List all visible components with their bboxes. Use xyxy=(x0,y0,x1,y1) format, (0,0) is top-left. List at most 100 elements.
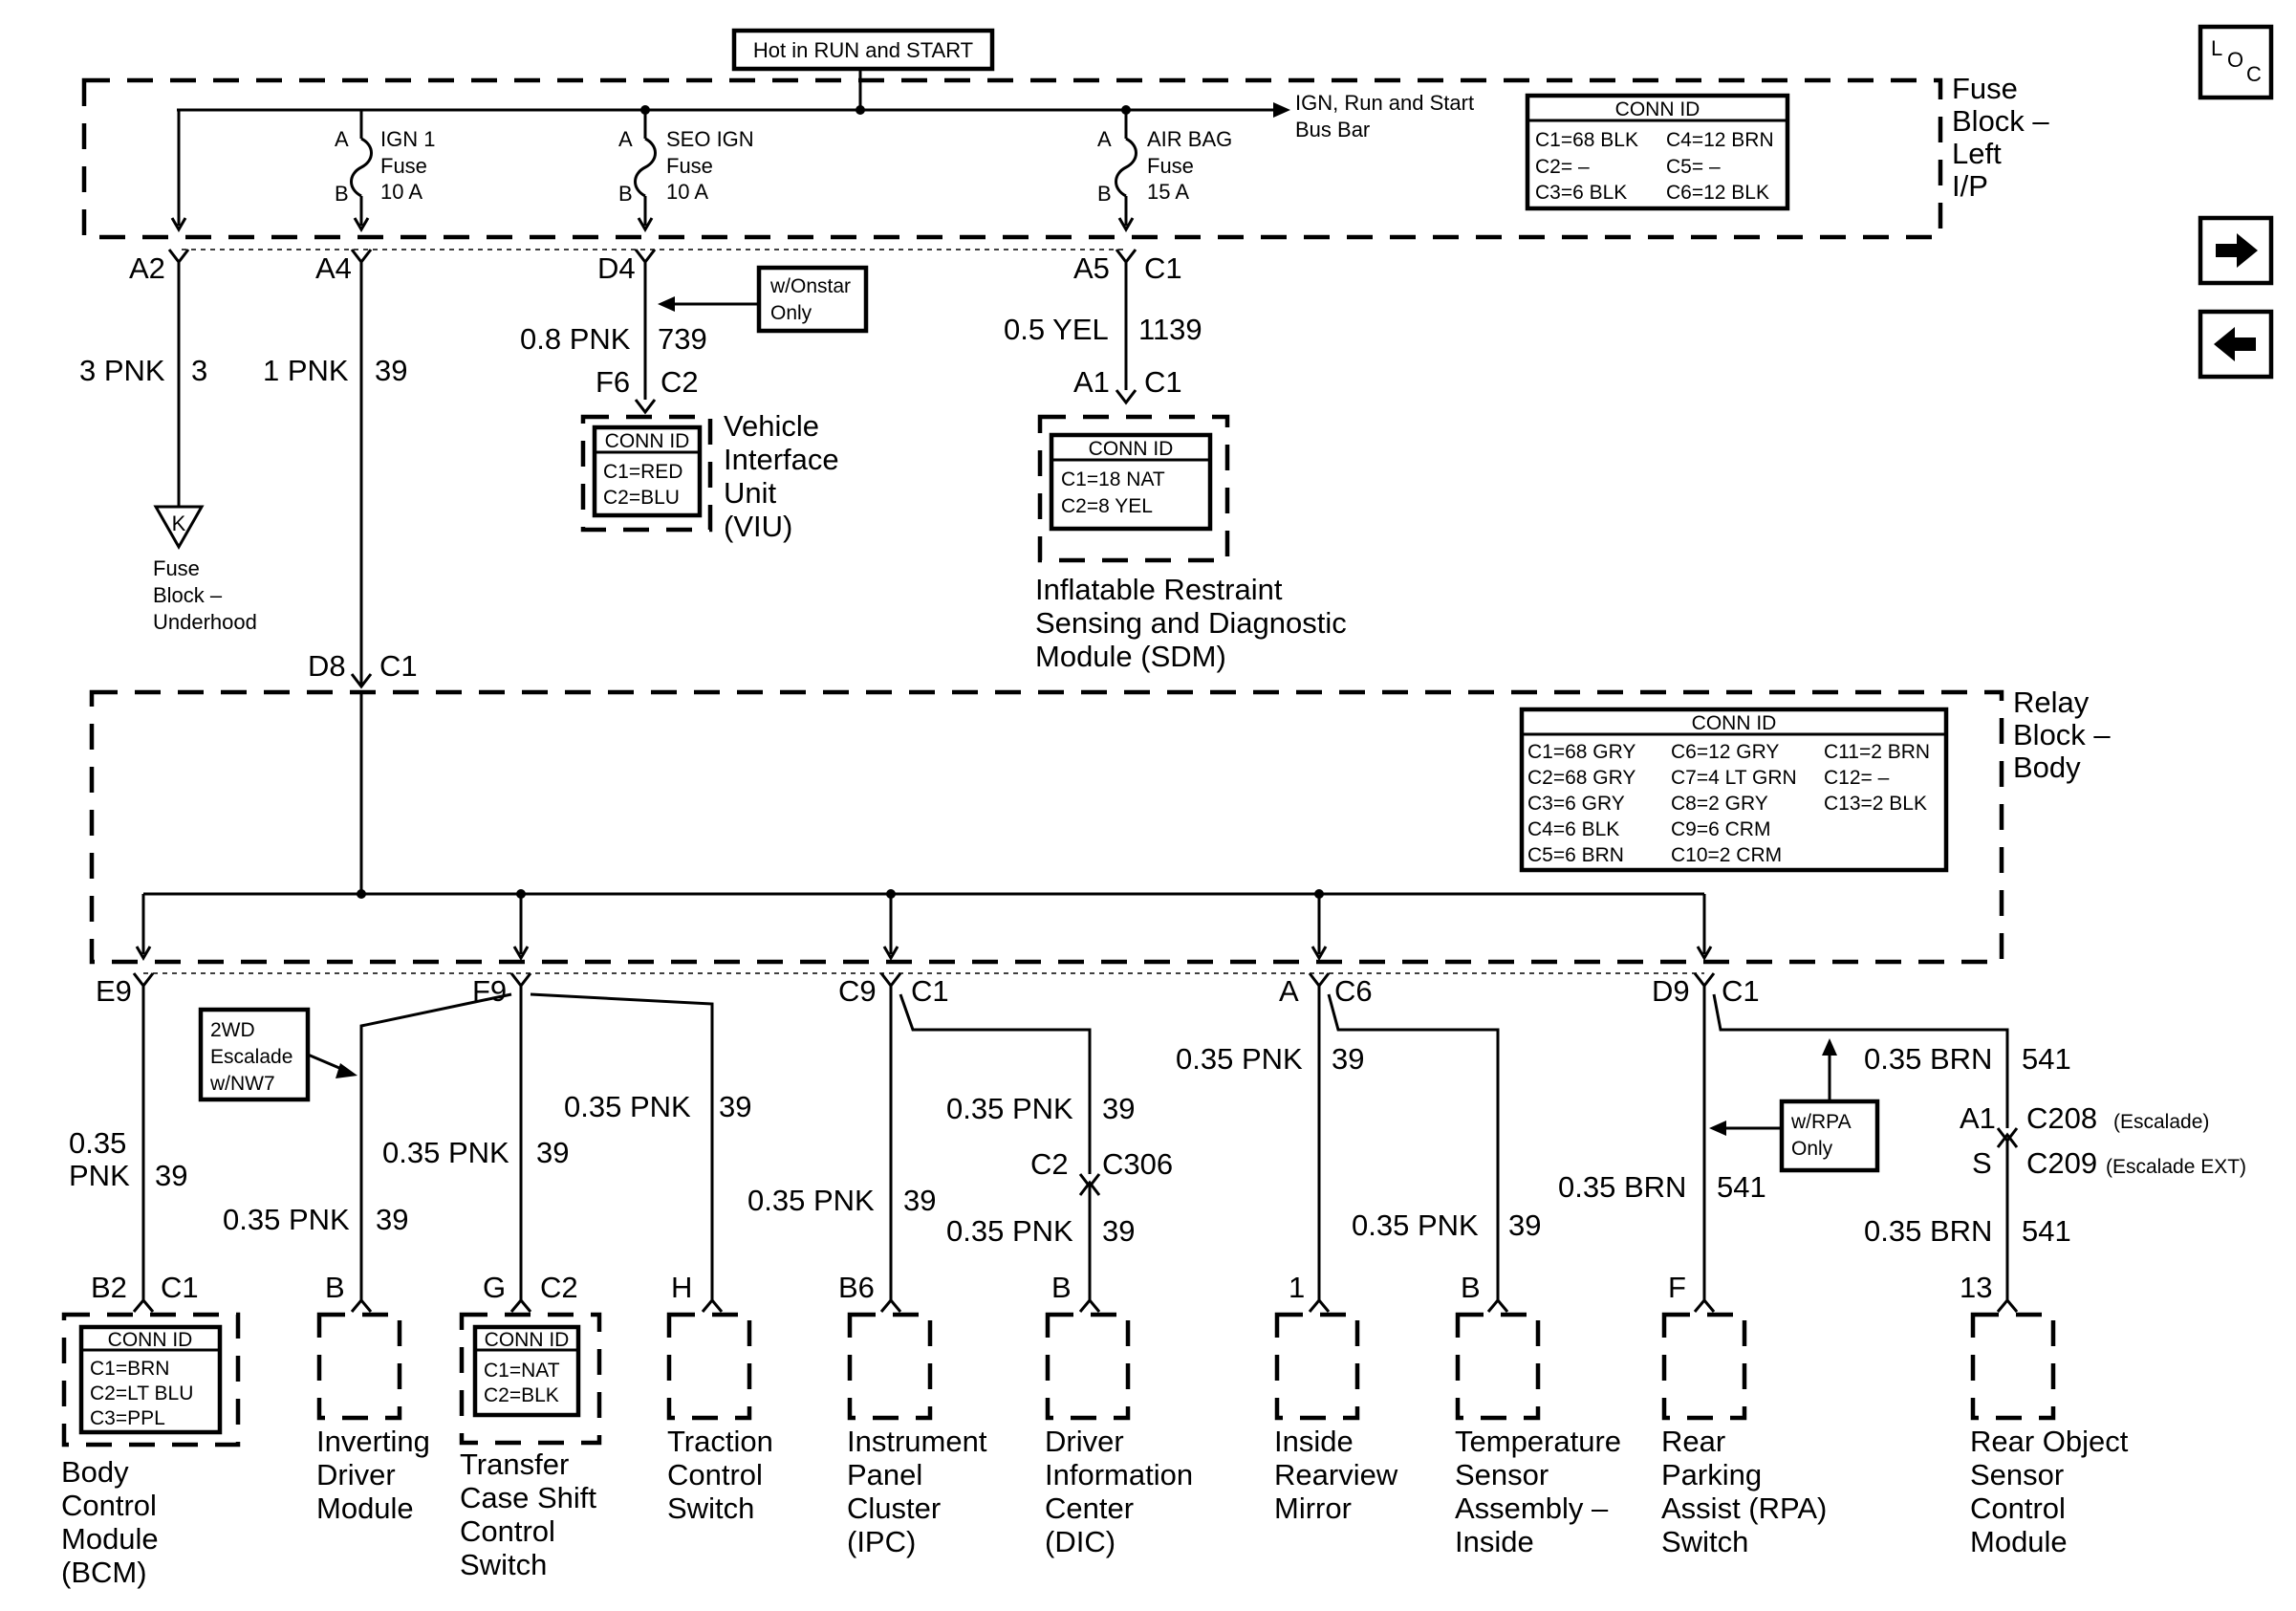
svg-text:(IPC): (IPC) xyxy=(847,1525,916,1558)
svg-text:Fuse: Fuse xyxy=(1147,154,1194,178)
pin-a4: A4 xyxy=(315,251,352,285)
loc-button[interactable]: L O C xyxy=(2198,24,2274,100)
svg-text:C6=12 GRY: C6=12 GRY xyxy=(1671,741,1779,763)
onstar-arrow-icon xyxy=(658,296,675,312)
pin-a2: A2 xyxy=(129,251,165,285)
svg-text:Driver: Driver xyxy=(316,1458,396,1491)
svg-text:C8=2 GRY: C8=2 GRY xyxy=(1671,793,1768,815)
svg-text:Inverting: Inverting xyxy=(316,1425,430,1458)
circuit-39-main: 39 xyxy=(375,354,407,387)
svg-text:Module (SDM): Module (SDM) xyxy=(1035,640,1226,673)
relay-block-name: Relay Block – Body xyxy=(2013,686,2111,784)
wire-bcm-1: 0.35 xyxy=(69,1126,126,1160)
pin-b6: B6 xyxy=(838,1271,875,1304)
svg-text:Cluster: Cluster xyxy=(847,1491,941,1525)
svg-text:Sensing and Diagnostic: Sensing and Diagnostic xyxy=(1035,606,1347,640)
svg-text:C3=PPL: C3=PPL xyxy=(90,1407,165,1429)
svg-text:Only: Only xyxy=(770,302,812,324)
svg-text:C5=6 BRN: C5=6 BRN xyxy=(1527,844,1624,866)
svg-text:Transfer: Transfer xyxy=(460,1448,569,1481)
svg-text:Body: Body xyxy=(2013,751,2081,784)
pin-b-dic: B xyxy=(1051,1271,1072,1304)
pin-d9-conn: C1 xyxy=(1722,974,1760,1008)
sdm-component: CONN ID C1=18 NAT C2=8 YEL Inflatable Re… xyxy=(1035,414,1347,673)
svg-text:(DIC): (DIC) xyxy=(1045,1525,1116,1558)
svg-text:(VIU): (VIU) xyxy=(724,510,792,543)
pin-g: G xyxy=(483,1271,506,1304)
pin-c6-conn: C6 xyxy=(1334,974,1373,1008)
svg-text:Panel: Panel xyxy=(847,1458,922,1491)
svg-text:10 A: 10 A xyxy=(380,180,422,204)
wire-idm: 0.35 PNK xyxy=(223,1203,350,1236)
loc-icon-c: C xyxy=(2246,62,2262,86)
svg-text:C2=LT BLU: C2=LT BLU xyxy=(90,1382,193,1404)
svg-text:Body: Body xyxy=(61,1455,129,1489)
hot-label-text: Hot in RUN and START xyxy=(753,38,973,62)
wire-08pnk: 0.8 PNK xyxy=(520,322,631,356)
pin-d4: D4 xyxy=(597,251,636,285)
relay-block-outline xyxy=(89,689,2004,965)
svg-text:Left: Left xyxy=(1952,137,2002,170)
svg-text:A: A xyxy=(618,127,633,151)
svg-text:C2=BLU: C2=BLU xyxy=(603,487,680,509)
pin-13: 13 xyxy=(1960,1271,1992,1304)
svg-text:B: B xyxy=(618,182,633,206)
rear-parking-assist-switch: Rear Parking Assist (RPA) Switch xyxy=(1661,1312,1827,1558)
svg-text:Parking: Parking xyxy=(1661,1458,1762,1491)
driver-information-center: Driver Information Center (DIC) xyxy=(1045,1312,1193,1558)
pin-f: F xyxy=(1668,1271,1686,1304)
bcm-component: CONN ID C1=BRN C2=LT BLU C3=PPL Body Con… xyxy=(61,1312,241,1589)
svg-text:CONN ID: CONN ID xyxy=(605,430,690,452)
svg-text:Information: Information xyxy=(1045,1458,1193,1491)
wire-rpa: 0.35 BRN xyxy=(1558,1170,1686,1204)
circuit-tcs: 39 xyxy=(536,1136,569,1169)
pin-b-idm: B xyxy=(325,1271,345,1304)
svg-text:C13=2 BLK: C13=2 BLK xyxy=(1824,793,1927,815)
svg-text:C4=6 BLK: C4=6 BLK xyxy=(1527,818,1619,840)
svg-text:Unit: Unit xyxy=(724,476,777,510)
svg-text:w/Onstar: w/Onstar xyxy=(769,275,851,297)
pin-c9: C9 xyxy=(838,974,877,1008)
svg-text:SEO IGN: SEO IGN xyxy=(666,127,754,151)
temperature-sensor-assembly: Temperature Sensor Assembly – Inside xyxy=(1455,1312,1621,1558)
fuse-block-name: Fuse Block – Left I/P xyxy=(1952,72,2049,203)
pin-e9: E9 xyxy=(96,974,132,1008)
wire-ros-1: 0.35 BRN xyxy=(1864,1042,1992,1076)
wire-05yel: 0.5 YEL xyxy=(1004,313,1109,346)
pin-h: H xyxy=(671,1271,692,1304)
svg-text:Switch: Switch xyxy=(667,1491,754,1525)
wire-1pnk: 1 PNK xyxy=(263,354,349,387)
back-button[interactable] xyxy=(2198,309,2274,380)
svg-text:Block –: Block – xyxy=(153,583,223,607)
viu-component: CONN ID C1=RED C2=BLU Vehicle Interface … xyxy=(580,409,839,543)
svg-text:Control: Control xyxy=(667,1458,763,1491)
svg-text:CONN ID: CONN ID xyxy=(485,1329,570,1351)
forward-button[interactable] xyxy=(2198,215,2274,286)
svg-text:Relay: Relay xyxy=(2013,686,2090,719)
wire-mir: 0.35 PNK xyxy=(1176,1042,1303,1076)
svg-text:C1=68 BLK: C1=68 BLK xyxy=(1535,129,1638,151)
wire-dic-2: 0.35 PNK xyxy=(946,1214,1073,1248)
circuit-rpa: 541 xyxy=(1717,1170,1766,1204)
svg-text:C5= –: C5= – xyxy=(1666,156,1721,178)
svg-text:Control: Control xyxy=(460,1514,555,1548)
bus-label-2: Bus Bar xyxy=(1295,118,1370,142)
svg-text:C3=6 BLK: C3=6 BLK xyxy=(1535,182,1627,204)
svg-text:Traction: Traction xyxy=(667,1425,773,1458)
svg-text:AIR BAG: AIR BAG xyxy=(1147,127,1232,151)
circuit-ipc: 39 xyxy=(903,1184,936,1217)
pin-d9: D9 xyxy=(1652,974,1690,1008)
hot-label: Hot in RUN and START xyxy=(731,28,995,72)
svg-text:CONN ID: CONN ID xyxy=(108,1329,193,1351)
svg-text:C2=BLK: C2=BLK xyxy=(484,1384,559,1406)
svg-text:w/NW7: w/NW7 xyxy=(209,1073,275,1095)
svg-text:Fuse: Fuse xyxy=(380,154,427,178)
circuit-idm: 39 xyxy=(376,1203,408,1236)
svg-text:Assembly –: Assembly – xyxy=(1455,1491,1609,1525)
traction-control-switch: Traction Control Switch xyxy=(666,1312,773,1525)
wire-tcs: 0.35 PNK xyxy=(382,1136,509,1169)
svg-text:Inside: Inside xyxy=(1274,1425,1354,1458)
pin-d8-conn: C1 xyxy=(379,649,418,683)
svg-text:C3=6 GRY: C3=6 GRY xyxy=(1527,793,1625,815)
right-arrow-icon xyxy=(2216,233,2258,268)
